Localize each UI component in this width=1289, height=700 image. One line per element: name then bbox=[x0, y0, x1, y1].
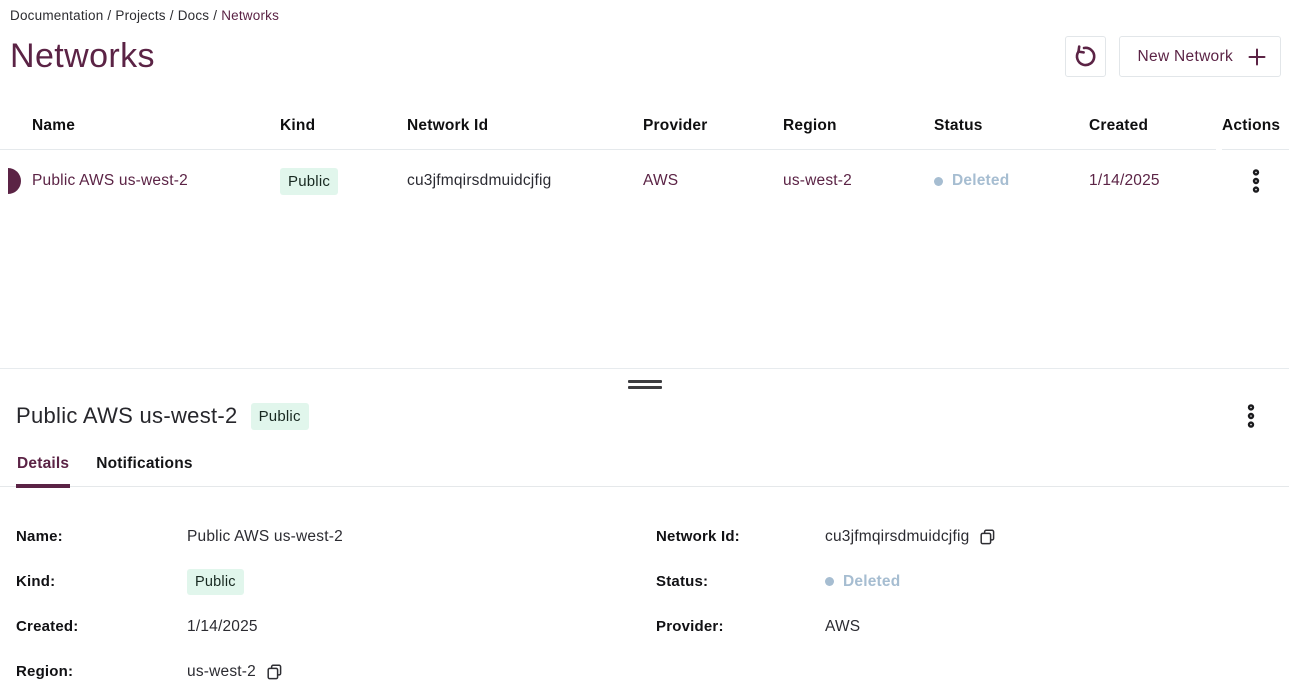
field-kind-label: Kind: bbox=[16, 573, 56, 590]
field-network-id-label: Network Id: bbox=[656, 528, 740, 545]
selected-row-indicator bbox=[8, 168, 21, 194]
breadcrumb-separator: / bbox=[107, 8, 112, 23]
copy-icon bbox=[980, 529, 995, 545]
breadcrumb: Documentation/Projects/Docs/Networks bbox=[0, 0, 1289, 23]
new-network-button[interactable]: New Network bbox=[1118, 36, 1281, 77]
details-right-column: Network Id: cu3jfmqirsdmuidcjfig Statu bbox=[656, 514, 1289, 694]
drawer-drag-handle[interactable] bbox=[627, 378, 662, 391]
network-detail-drawer: Public AWS us-west-2 Public Details Noti… bbox=[0, 368, 1289, 700]
drawer-kind-badge: Public bbox=[250, 402, 309, 430]
status-dot-icon bbox=[825, 577, 834, 586]
details-panel: Name: Public AWS us-west-2 Kind: Public … bbox=[0, 487, 1289, 694]
field-provider-label: Provider: bbox=[656, 618, 724, 635]
field-region: Region: us-west-2 bbox=[16, 649, 656, 694]
refresh-icon bbox=[1072, 43, 1099, 70]
kind-badge: Public bbox=[187, 568, 244, 595]
field-created-label: Created: bbox=[16, 618, 79, 635]
networks-table: Name Kind Network Id Provider Region Sta… bbox=[0, 117, 1289, 212]
breadcrumb-item-projects[interactable]: Projects bbox=[115, 8, 166, 23]
field-network-id-value: cu3jfmqirsdmuidcjfig bbox=[825, 527, 970, 545]
copy-region-button[interactable] bbox=[266, 663, 283, 681]
column-header-name: Name bbox=[32, 117, 76, 134]
status-label: Deleted bbox=[952, 172, 1010, 189]
status-label: Deleted bbox=[843, 572, 901, 590]
tab-details[interactable]: Details bbox=[16, 455, 71, 488]
row-actions-menu-button[interactable] bbox=[1244, 165, 1268, 197]
row-provider: AWS bbox=[643, 172, 679, 189]
new-network-button-label: New Network bbox=[1137, 47, 1233, 65]
field-name-value: Public AWS us-west-2 bbox=[187, 527, 343, 545]
breadcrumb-separator: / bbox=[169, 8, 174, 23]
plus-icon bbox=[1248, 48, 1266, 66]
refresh-button[interactable] bbox=[1064, 36, 1106, 77]
copy-network-id-button[interactable] bbox=[979, 528, 996, 546]
drawer-header: Public AWS us-west-2 Public bbox=[16, 400, 1263, 432]
status-badge: Deleted bbox=[825, 573, 900, 591]
column-header-network-id: Network Id bbox=[407, 117, 489, 134]
drawer-tabs: Details Notifications bbox=[0, 432, 1289, 488]
kebab-menu-icon bbox=[1245, 404, 1257, 428]
field-provider: Provider: AWS bbox=[656, 604, 1289, 649]
field-name: Name: Public AWS us-west-2 bbox=[16, 514, 656, 559]
kebab-menu-icon bbox=[1250, 169, 1262, 193]
status-badge: Deleted bbox=[934, 172, 1089, 190]
field-region-value: us-west-2 bbox=[187, 662, 256, 680]
page-header: Networks New Network bbox=[10, 36, 1281, 77]
tab-notifications[interactable]: Notifications bbox=[95, 455, 193, 486]
page-title: Networks bbox=[10, 37, 155, 75]
header-actions: New Network bbox=[1064, 36, 1281, 77]
field-provider-value: AWS bbox=[825, 617, 861, 635]
column-header-status: Status bbox=[934, 117, 983, 134]
column-header-region: Region bbox=[783, 117, 837, 134]
field-network-id: Network Id: cu3jfmqirsdmuidcjfig bbox=[656, 514, 1289, 559]
column-header-actions: Actions bbox=[1222, 117, 1281, 134]
status-dot-icon bbox=[934, 176, 943, 186]
column-header-kind: Kind bbox=[280, 117, 316, 134]
field-status: Status: Deleted bbox=[656, 559, 1289, 604]
field-region-label: Region: bbox=[16, 663, 74, 680]
kind-badge: Public bbox=[280, 167, 339, 195]
row-network-id: cu3jfmqirsdmuidcjfig bbox=[407, 172, 552, 189]
row-name[interactable]: Public AWS us-west-2 bbox=[32, 172, 188, 189]
copy-icon bbox=[267, 664, 282, 680]
breadcrumb-item-docs[interactable]: Docs bbox=[177, 8, 210, 23]
table-header-row: Name Kind Network Id Provider Region Sta… bbox=[0, 117, 1289, 150]
column-header-provider: Provider bbox=[643, 117, 708, 134]
breadcrumb-item-documentation[interactable]: Documentation bbox=[10, 8, 104, 23]
field-name-label: Name: bbox=[16, 528, 63, 545]
breadcrumb-separator: / bbox=[213, 8, 218, 23]
field-kind: Kind: Public bbox=[16, 559, 656, 604]
field-created: Created: 1/14/2025 bbox=[16, 604, 656, 649]
table-row[interactable]: Public AWS us-west-2 Public cu3jfmqirsdm… bbox=[0, 150, 1289, 212]
row-kind: Public bbox=[280, 167, 407, 195]
drawer-actions-menu-button[interactable] bbox=[1239, 400, 1263, 432]
field-status-label: Status: bbox=[656, 573, 709, 590]
column-header-created: Created bbox=[1089, 117, 1149, 134]
details-left-column: Name: Public AWS us-west-2 Kind: Public … bbox=[16, 514, 656, 694]
networks-page: Documentation/Projects/Docs/Networks Net… bbox=[0, 0, 1289, 212]
field-created-value: 1/14/2025 bbox=[187, 617, 258, 635]
breadcrumb-item-networks[interactable]: Networks bbox=[221, 8, 280, 23]
row-region: us-west-2 bbox=[783, 172, 852, 189]
drawer-title: Public AWS us-west-2 bbox=[16, 403, 238, 428]
row-created: 1/14/2025 bbox=[1089, 172, 1160, 189]
